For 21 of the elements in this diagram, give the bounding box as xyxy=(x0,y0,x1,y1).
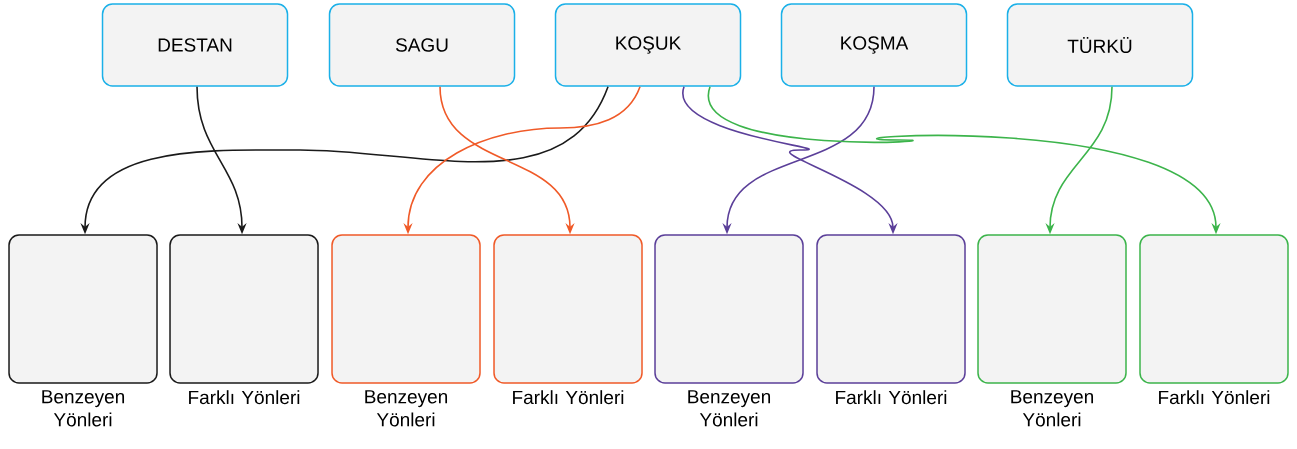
empty-box xyxy=(8,234,158,384)
empty-box xyxy=(816,234,966,384)
box-caption: Benzeyen Yönleri xyxy=(1011,390,1093,427)
box-caption: Benzeyen Yönleri xyxy=(688,390,770,427)
empty-box xyxy=(977,234,1127,384)
empty-box xyxy=(654,234,804,384)
label-box: SAGU xyxy=(328,3,516,87)
box-caption: Farklı Yönleri xyxy=(1159,390,1270,405)
box-caption: Farklı Yönleri xyxy=(189,390,300,405)
label-box: TÜRKÜ xyxy=(1006,3,1194,87)
box-caption: Farklı Yönleri xyxy=(513,390,624,405)
empty-box xyxy=(331,234,481,384)
empty-box xyxy=(1139,234,1289,384)
empty-box xyxy=(493,234,643,384)
empty-box xyxy=(169,234,319,384)
box-caption: Farklı Yönleri xyxy=(836,390,947,405)
box-caption: Benzeyen Yönleri xyxy=(365,390,447,427)
box-caption: Benzeyen Yönleri xyxy=(42,390,124,427)
label-box: KOŞUK xyxy=(554,3,742,87)
label-box: KOŞMA xyxy=(780,3,968,87)
label-box: DESTAN xyxy=(101,3,289,87)
